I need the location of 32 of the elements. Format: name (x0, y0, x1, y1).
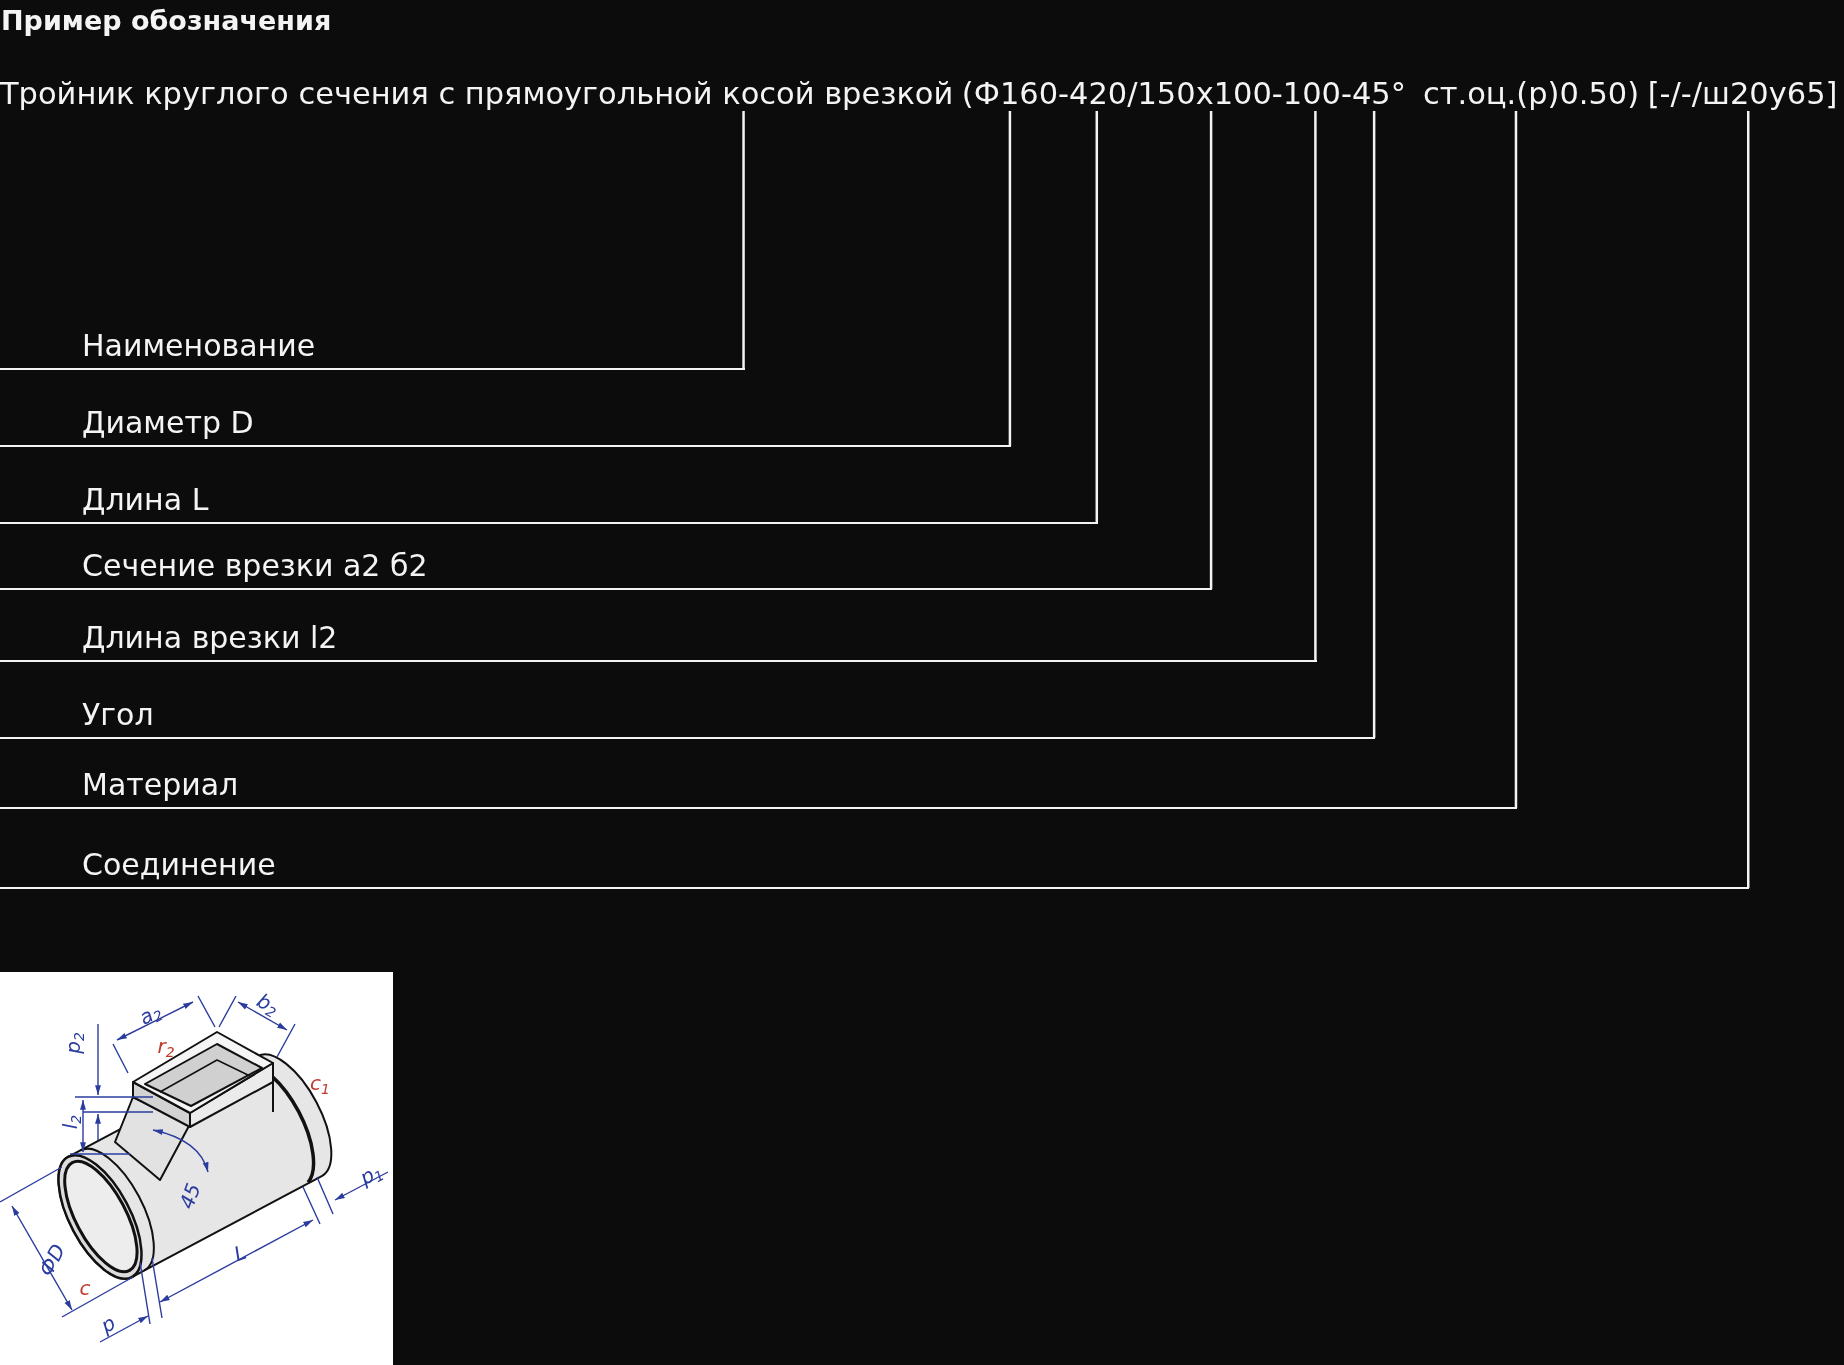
designation-part: ст.оц.(р)0.50) (1423, 76, 1640, 112)
dimension-label: c$_{1}$ (310, 1073, 330, 1093)
dimension-label: ФD (35, 1240, 69, 1280)
heading: Пример обозначения (1, 5, 332, 37)
leader-line (742, 111, 745, 369)
designation-part: -420 (1058, 76, 1128, 112)
parameter-label: Угол (0, 696, 1376, 740)
dimension-label: L (231, 1241, 249, 1265)
leader-line (1747, 111, 1750, 888)
leader-line (1372, 111, 1376, 738)
designation-part: -100 (1271, 76, 1341, 112)
designation-part: /150x100 (1127, 76, 1272, 112)
parameter-label: Сечение врезки а2 б2 (0, 547, 1213, 591)
parameter-label: Материал (0, 766, 1518, 810)
leader-line (1095, 111, 1099, 523)
designation-part: Тройник круглого сечения с прямоугольной косой врезкой (0, 76, 954, 112)
parameter-label: Диаметр D (0, 404, 1012, 448)
dimension-label: c (79, 1278, 91, 1298)
parameter-label: Наименование (0, 327, 745, 371)
leader-line (1314, 111, 1317, 661)
leader-line (1514, 111, 1518, 808)
dimension-label: p (97, 1312, 119, 1336)
leader-line (1008, 111, 1012, 446)
parameter-label: Соединение (0, 846, 1750, 890)
dimension-label: r$_{2}$ (157, 1036, 175, 1056)
parameter-label: Длина врезки l2 (0, 619, 1317, 663)
designation-part: (Ф160 (961, 76, 1059, 112)
parameter-label: Длина L (0, 481, 1099, 525)
designation-part: [-/-/ш20у65] (1647, 76, 1838, 112)
dimension-label: 45 (176, 1180, 204, 1212)
designation-part: -45° (1341, 76, 1406, 112)
leader-line (1209, 111, 1213, 589)
